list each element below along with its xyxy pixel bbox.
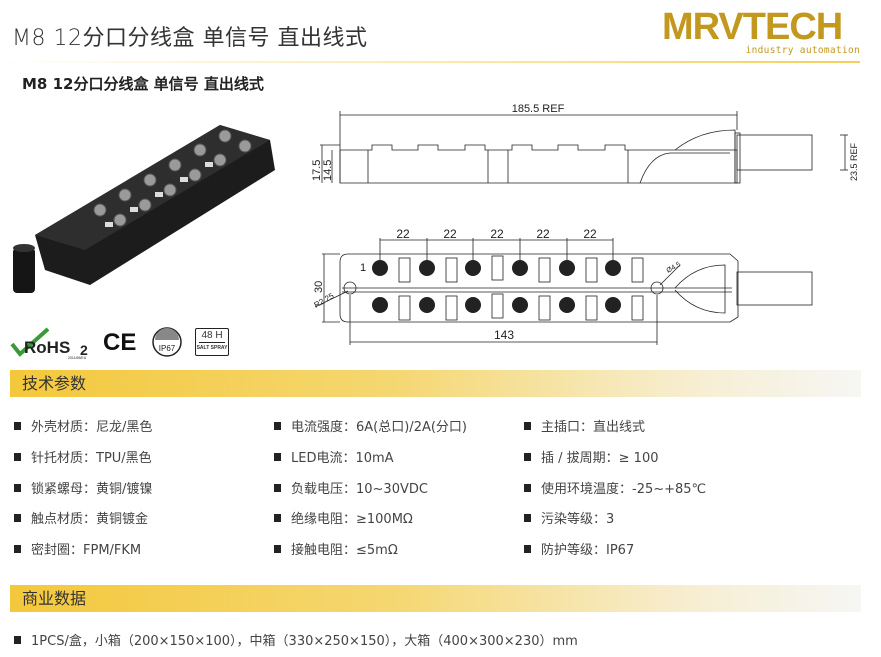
spec-item: 负载电压：10~30VDC xyxy=(274,478,428,497)
dim-height-total: 17.5 xyxy=(311,160,323,181)
dim-offset: 1 xyxy=(360,262,366,274)
dim-hole-dia: Ø4.5 xyxy=(666,261,683,275)
spec-item: 插 / 拔周期：≥ 100 xyxy=(524,447,658,466)
bullet-icon xyxy=(274,544,281,553)
spec-text: 绝缘电阻：≥100MΩ xyxy=(291,512,413,527)
bullet-icon xyxy=(524,421,531,430)
bullet-icon xyxy=(274,421,281,430)
ce-mark: CE xyxy=(103,329,137,356)
spec-item: 锁紧螺母：黄铜/镀镍 xyxy=(14,478,152,497)
company-logo: MRVTECH industry automation xyxy=(662,6,862,56)
spec-item: 防护等级：IP67 xyxy=(524,539,634,558)
bullet-icon xyxy=(274,452,281,461)
spec-text: 污染等级：3 xyxy=(541,512,615,527)
salt-hours: 48 H xyxy=(199,330,225,343)
bullet-icon xyxy=(14,544,21,553)
spec-item: 密封圈：FPM/FKM xyxy=(14,539,141,558)
technical-drawing: 185.5 REF 17.5 14.5 23.5 REF 22 22 22 xyxy=(311,103,859,345)
spec-text: LED电流：10mA xyxy=(291,451,394,466)
dim-height-body: 14.5 xyxy=(322,160,334,181)
bullet-icon xyxy=(14,483,21,492)
dim-cable-height: 23.5 REF xyxy=(849,142,859,181)
spec-text: 防护等级：IP67 xyxy=(541,543,635,558)
bullet-icon xyxy=(274,513,281,522)
dim-hole-spacing: 143 xyxy=(494,328,514,342)
spec-item: 触点材质：黄铜镀金 xyxy=(14,508,148,527)
top-view: 22 22 22 22 22 30 R2.25 1 Ø4.5 143 xyxy=(313,227,813,345)
spec-text: 锁紧螺母：黄铜/镀镍 xyxy=(31,482,153,497)
spec-item: 绝缘电阻：≥100MΩ xyxy=(274,508,413,527)
dim-pitch: 22 xyxy=(490,227,504,241)
rohs-text: RoHS xyxy=(24,338,70,357)
tech-section-header: 技术参数 xyxy=(10,370,861,397)
tech-section-title: 技术参数 xyxy=(22,374,87,393)
spec-text: 触点材质：黄铜镀金 xyxy=(31,512,149,527)
spec-text: 针托材质：TPU/黑色 xyxy=(31,451,152,466)
side-view: 185.5 REF 17.5 14.5 23.5 REF xyxy=(311,103,859,184)
rohs-note: 2011/65/EU xyxy=(68,356,87,360)
bullet-icon xyxy=(14,635,21,644)
logo-tagline: industry automation xyxy=(745,45,860,56)
spec-text: 密封圈：FPM/FKM xyxy=(31,543,142,558)
spec-item: LED电流：10mA xyxy=(274,447,394,466)
bullet-icon xyxy=(524,513,531,522)
spec-text: 接触电阻：≤5mΩ xyxy=(291,543,398,558)
spec-text: 主插口：直出线式 xyxy=(541,420,646,435)
rohs-sub: 2 xyxy=(80,342,88,358)
spec-item: 外壳材质：尼龙/黑色 xyxy=(14,416,152,435)
dim-pitch: 22 xyxy=(536,227,550,241)
spec-item: 使用环境温度：-25~+85℃ xyxy=(524,478,706,497)
packaging-info: 1PCS/盒，小箱（200×150×100），中箱（330×250×150），大… xyxy=(14,630,578,649)
header-divider xyxy=(0,61,860,63)
spec-item: 接触电阻：≤5mΩ xyxy=(274,539,398,558)
ip67-text: IP67 xyxy=(159,344,176,353)
spec-item: 针托材质：TPU/黑色 xyxy=(14,447,152,466)
bullet-icon xyxy=(524,452,531,461)
ip67-mark: IP67 xyxy=(151,326,183,360)
bullet-icon xyxy=(524,544,531,553)
salt-spray-mark: 48 H SALT SPRAY xyxy=(195,328,229,356)
spec-text: 插 / 拔周期：≥ 100 xyxy=(541,451,659,466)
bullet-icon xyxy=(274,483,281,492)
bullet-icon xyxy=(524,483,531,492)
business-section-header: 商业数据 xyxy=(10,585,861,612)
salt-label: SALT SPRAY xyxy=(196,345,228,351)
product-photo xyxy=(13,125,275,293)
logo-brand: MRVTECH xyxy=(662,6,843,48)
business-section-title: 商业数据 xyxy=(22,589,87,608)
bullet-icon xyxy=(14,452,21,461)
spec-item: 主插口：直出线式 xyxy=(524,416,645,435)
rohs-mark: RoHS 2 2011/65/EU xyxy=(10,326,98,360)
dim-pitch: 22 xyxy=(583,227,597,241)
spec-item: 电流强度：6A(总口)/2A(分口) xyxy=(274,416,467,435)
dim-width: 30 xyxy=(313,281,325,293)
dim-overall-length: 185.5 REF xyxy=(512,103,565,115)
dim-pitch: 22 xyxy=(443,227,457,241)
bullet-icon xyxy=(14,421,21,430)
spec-text: 使用环境温度：-25~+85℃ xyxy=(541,482,707,497)
product-subtitle: M8 12分口分线盒 单信号 直出线式 xyxy=(22,75,264,93)
spec-text: 负载电压：10~30VDC xyxy=(291,482,428,497)
bullet-icon xyxy=(14,513,21,522)
dim-pitch: 22 xyxy=(396,227,410,241)
page-title: M8 12分口分线盒 单信号 直出线式 xyxy=(12,26,368,51)
packaging-text: 1PCS/盒，小箱（200×150×100），中箱（330×250×150），大… xyxy=(31,634,578,649)
spec-item: 污染等级：3 xyxy=(524,508,614,527)
spec-text: 电流强度：6A(总口)/2A(分口) xyxy=(291,420,467,435)
spec-text: 外壳材质：尼龙/黑色 xyxy=(31,420,153,435)
